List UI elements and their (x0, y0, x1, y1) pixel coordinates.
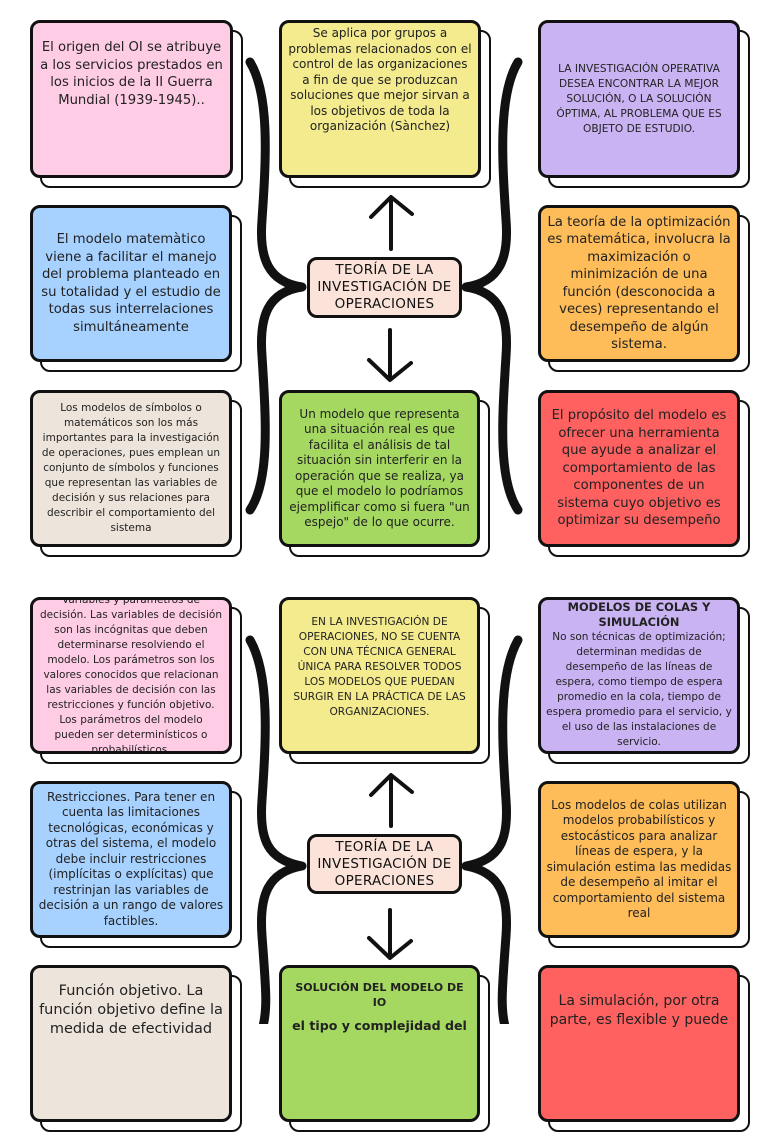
card-objective-function: Función objetivo. La función objetivo de… (30, 965, 232, 1122)
card-io-model-solution: SOLUCIÓN DEL MODELO DE IO el tipo y comp… (279, 965, 480, 1122)
card-text: EN LA INVESTIGACIÓN DE OPERACIONES, NO S… (293, 616, 466, 718)
card-no-general-technique: EN LA INVESTIGACIÓN DE OPERACIONES, NO S… (279, 597, 480, 754)
card-text: La simulación, por otra parte, es flexib… (549, 993, 729, 1028)
card-text: La teoría de la optimización es matemáti… (547, 214, 731, 353)
center-topic-1: TEORÍA DE LA INVESTIGACIÓN DE OPERACIONE… (307, 257, 462, 318)
card-text: Los modelos de símbolos o matemáticos so… (41, 402, 221, 534)
card-simulation-flexible: La simulación, por otra parte, es flexib… (538, 965, 740, 1122)
card-text: Los modelos de colas utilizan modelos pr… (546, 797, 732, 921)
connector-graphics (245, 57, 523, 1024)
card-model-purpose: El propósito del modelo es ofrecer una h… (538, 390, 740, 547)
card-optimal-solution: LA INVESTIGACIÓN OPERATIVA DESEA ENCONTR… (538, 20, 740, 178)
right-brace-1 (461, 57, 523, 515)
right-brace-2 (461, 635, 523, 1024)
center-topic-text: TEORÍA DE LA INVESTIGACIÓN DE OPERACIONE… (317, 262, 452, 312)
card-text: LA INVESTIGACIÓN OPERATIVA DESEA ENCONTR… (556, 62, 722, 135)
left-brace-1 (245, 57, 307, 515)
card-text: Función objetivo. La función objetivo de… (39, 983, 223, 1037)
card-text: Se aplica por grupos a problemas relacio… (288, 26, 472, 133)
card-origin-oi: El origen del OI se atribuye a los servi… (30, 20, 233, 178)
card-queue-simulation: Los modelos de colas utilizan modelos pr… (538, 781, 740, 938)
card-group-application: Se aplica por grupos a problemas relacio… (279, 20, 481, 178)
card-mirror-model: Un modelo que representa una situación r… (279, 390, 480, 547)
card-symbolic-models: Los modelos de símbolos o matemáticos so… (30, 390, 232, 547)
card-decision-variables: Variables y parámetros de decisión. Las … (30, 597, 232, 754)
arrow-up-2 (369, 773, 414, 828)
card-queue-models: MODELOS DE COLAS Y SIMULACIÓN No son téc… (538, 597, 740, 754)
card-text: El modelo matemàtico viene a facilitar e… (41, 232, 221, 335)
arrow-down-2 (367, 908, 413, 960)
card-mathematical-model: El modelo matemàtico viene a facilitar e… (30, 205, 232, 362)
card-text: Un modelo que representa una situación r… (289, 406, 470, 530)
card-restrictions: Restricciones. Para tener en cuenta las … (30, 781, 232, 938)
center-topic-2: TEORÍA DE LA INVESTIGACIÓN DE OPERACIONE… (307, 834, 462, 894)
card-text: el tipo y complejidad del (292, 1018, 467, 1033)
arrow-up-1 (369, 195, 414, 251)
card-optimization-theory: La teoría de la optimización es matemáti… (538, 205, 740, 362)
left-brace-2 (245, 635, 307, 1024)
card-text: El origen del OI se atribuye a los servi… (40, 40, 223, 108)
card-title: SOLUCIÓN DEL MODELO DE IO (295, 981, 464, 1009)
card-text: El propósito del modelo es ofrecer una h… (551, 408, 727, 529)
arrow-down-1 (367, 328, 413, 382)
card-text: Restricciones. Para tener en cuenta las … (38, 789, 224, 928)
card-text: Variables y parámetros de decisión. Las … (40, 597, 222, 754)
center-topic-text: TEORÍA DE LA INVESTIGACIÓN DE OPERACIONE… (317, 838, 452, 889)
card-text: No son técnicas de optimización; determi… (546, 631, 732, 748)
card-title: MODELOS DE COLAS Y SIMULACIÓN (567, 600, 711, 629)
